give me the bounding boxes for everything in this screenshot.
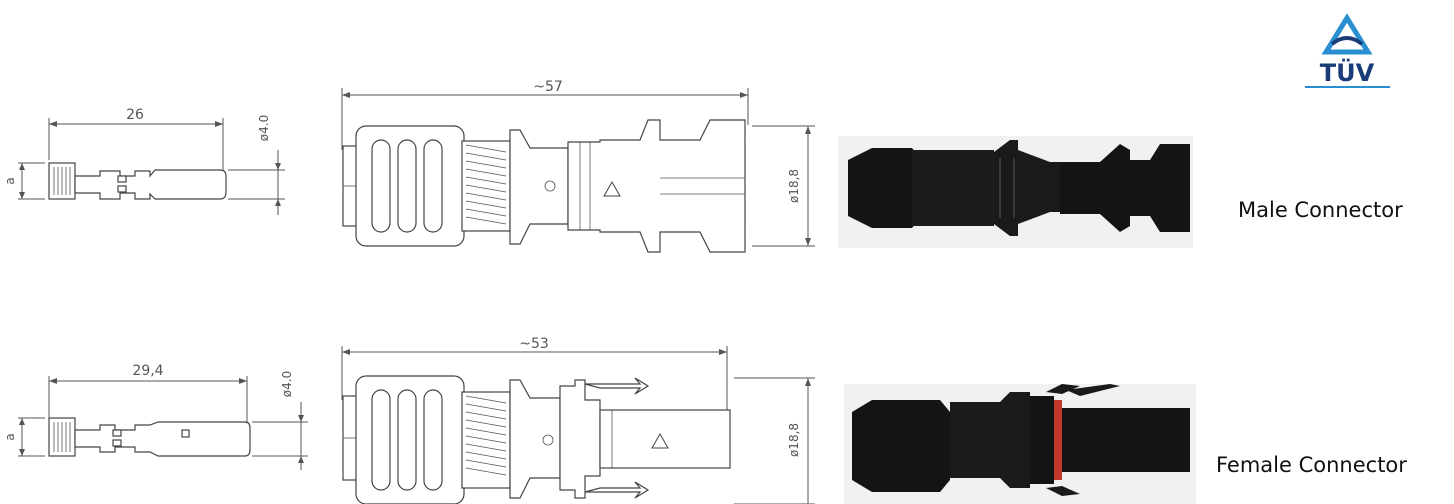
male-pin-length: 26: [126, 107, 144, 123]
male-connector-label: Male Connector: [1238, 198, 1403, 222]
female-pin-diameter: ø4.0: [280, 371, 294, 397]
male-body-drawing: ~57 ø18,8: [341, 79, 815, 253]
female-connector-label: Female Connector: [1216, 453, 1407, 477]
male-pin-drawing: 26 a ø4.0: [3, 107, 285, 215]
female-body-length: ~53: [519, 336, 549, 352]
male-pin-tag: a: [3, 177, 17, 184]
female-pin-drawing: 29,4 a ø4.0: [3, 363, 308, 470]
female-pin-tag: a: [3, 433, 17, 440]
logo-text: TÜV: [1320, 57, 1375, 87]
male-connector-photo: [838, 136, 1193, 248]
female-body-diameter: ø18,8: [787, 423, 801, 457]
female-body-drawing: ~53 ø18,8: [341, 336, 815, 504]
male-body-length: ~57: [533, 79, 563, 95]
tuv-logo: TÜV: [1305, 13, 1390, 88]
male-pin-diameter: ø4.0: [257, 115, 271, 141]
triangle-icon: [1321, 13, 1373, 55]
male-body-diameter: ø18,8: [787, 169, 801, 203]
female-connector-photo: [844, 384, 1196, 504]
female-pin-length: 29,4: [132, 363, 163, 379]
